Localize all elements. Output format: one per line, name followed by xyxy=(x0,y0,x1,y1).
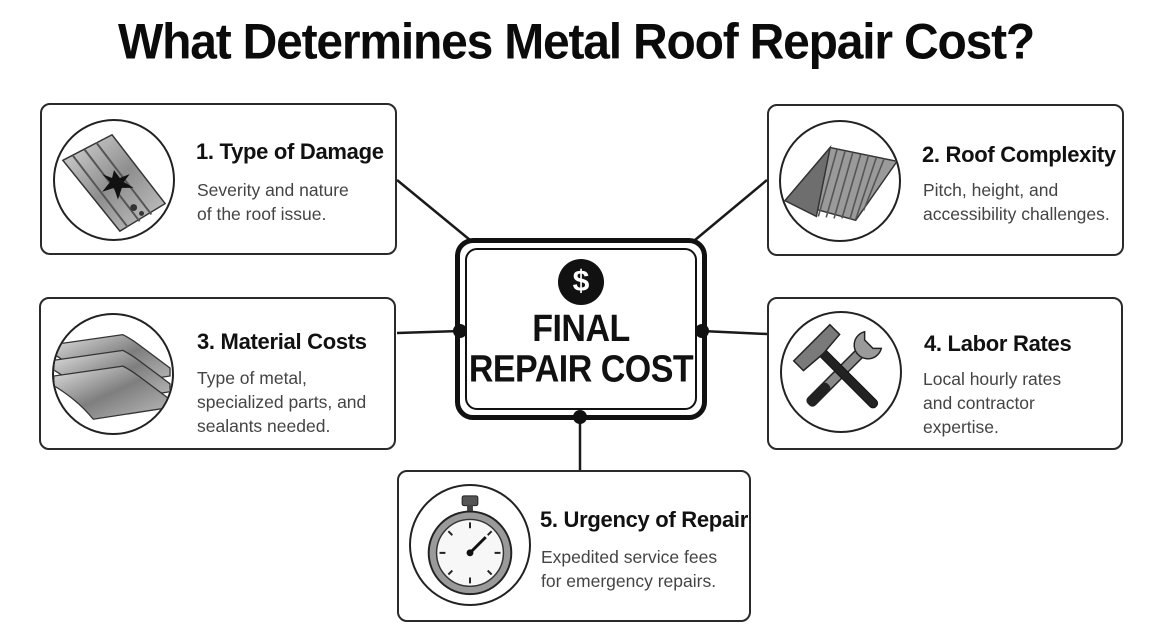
final-repair-cost-box: $ FINAL REPAIR COST xyxy=(455,238,707,420)
metal-sheets-stack-icon xyxy=(52,313,174,435)
final-repair-cost-line1: FINAL xyxy=(532,307,630,351)
dollar-icon: $ xyxy=(558,259,604,305)
metal-roof-icon xyxy=(779,120,901,242)
connector-dot-bottom xyxy=(573,410,587,424)
factor-title: 5. Urgency of Repair xyxy=(540,507,748,532)
connector-dot-right xyxy=(695,324,709,338)
factor-description: Pitch, height, and accessibility challen… xyxy=(923,180,1110,224)
factor-description: Severity and nature of the roof issue. xyxy=(197,180,349,224)
factor-title: 3. Material Costs xyxy=(197,329,367,354)
factor-description: Expedited service fees for emergency rep… xyxy=(541,547,718,591)
factor-description: Local hourly rates and contractor expert… xyxy=(923,369,1062,437)
factor-title: 2. Roof Complexity xyxy=(922,142,1116,167)
factor-title: 4. Labor Rates xyxy=(924,331,1072,356)
factor-description: Type of metal, specialized parts, and se… xyxy=(197,368,367,436)
stopwatch-icon xyxy=(409,484,531,606)
damaged-metal-sheet-icon xyxy=(53,119,175,241)
final-repair-cost-line2: REPAIR COST xyxy=(468,347,694,391)
factor-title: 1. Type of Damage xyxy=(196,139,384,164)
page-title: What Determines Metal Roof Repair Cost? xyxy=(118,14,1035,71)
connector-dot-left xyxy=(453,324,467,338)
final-repair-cost-label: FINAL REPAIR COST xyxy=(460,309,702,390)
wrench-hammer-icon xyxy=(780,311,902,433)
